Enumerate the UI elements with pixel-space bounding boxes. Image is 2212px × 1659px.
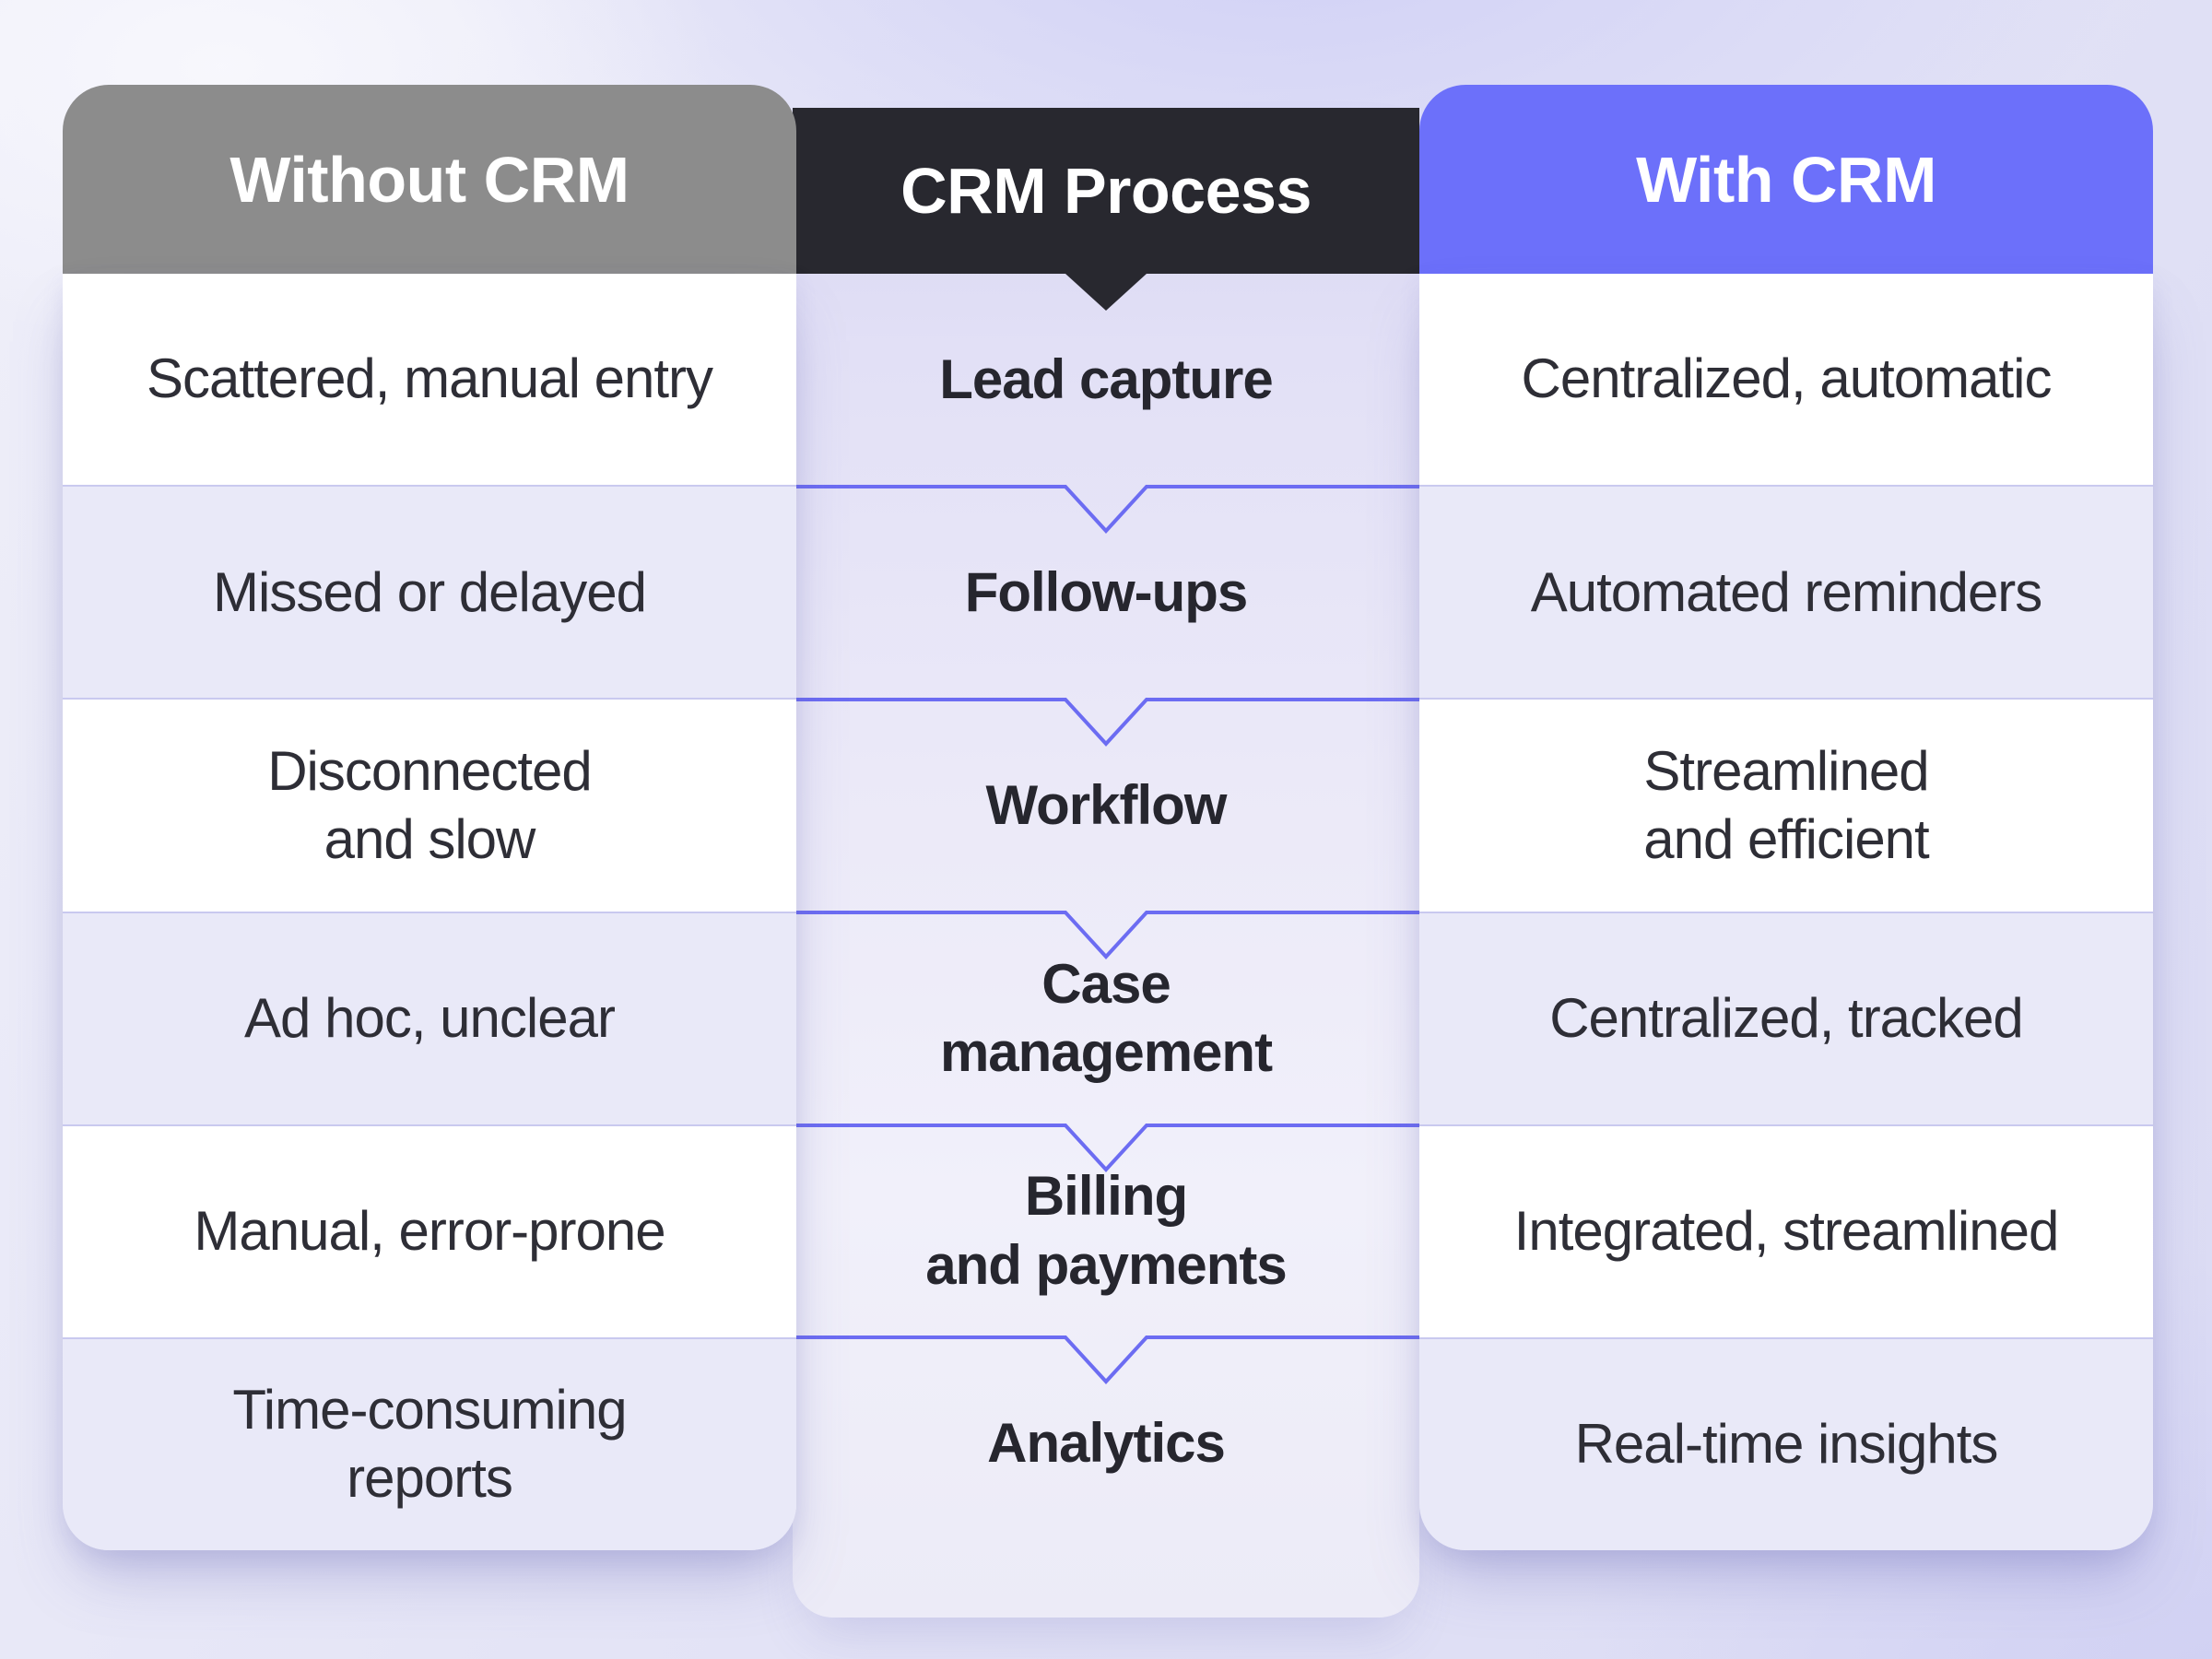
without-crm-case-management: Ad hoc, unclear bbox=[63, 911, 796, 1124]
without-crm-header-label: Without CRM bbox=[229, 143, 629, 216]
with-crm-column: With CRM Centralized, automatic Automate… bbox=[1419, 85, 2153, 1550]
without-crm-header: Without CRM bbox=[63, 85, 796, 274]
with-crm-lead-capture: Centralized, automatic bbox=[1419, 274, 2153, 486]
process-step-lead-capture: Lead capture bbox=[939, 348, 1273, 411]
with-crm-body: Centralized, automatic Automated reminde… bbox=[1419, 274, 2153, 1550]
process-step-billing: Billing and payments bbox=[925, 1165, 1287, 1296]
process-step-case-management: Case management bbox=[939, 952, 1273, 1083]
with-crm-header-label: With CRM bbox=[1636, 143, 1936, 216]
with-crm-case-management: Centralized, tracked bbox=[1419, 911, 2153, 1124]
without-crm-analytics: Time-consuming reports bbox=[63, 1336, 796, 1550]
without-crm-lead-capture: Scattered, manual entry bbox=[63, 274, 796, 486]
process-step-analytics: Analytics bbox=[987, 1412, 1226, 1475]
without-crm-workflow: Disconnected and slow bbox=[63, 698, 796, 912]
with-crm-billing: Integrated, streamlined bbox=[1419, 1124, 2153, 1337]
crm-process-steps: Lead capture Follow-ups Workflow Case ma… bbox=[793, 274, 1419, 1550]
with-crm-analytics: Real-time insights bbox=[1419, 1336, 2153, 1550]
crm-process-header-label: CRM Process bbox=[900, 155, 1312, 227]
process-step-follow-ups: Follow-ups bbox=[964, 561, 1249, 624]
pointer-down-icon bbox=[1065, 274, 1147, 311]
without-crm-column: Without CRM Scattered, manual entry Miss… bbox=[63, 85, 796, 1550]
crm-process-strip: Lead capture Follow-ups Workflow Case ma… bbox=[793, 108, 1419, 1618]
chevron-separator-icon bbox=[793, 911, 1419, 959]
with-crm-workflow: Streamlined and efficient bbox=[1419, 698, 2153, 912]
crm-process-header: CRM Process bbox=[793, 108, 1419, 311]
with-crm-follow-ups: Automated reminders bbox=[1419, 485, 2153, 699]
chevron-separator-icon bbox=[793, 1124, 1419, 1172]
with-crm-header: With CRM bbox=[1419, 85, 2153, 274]
without-crm-follow-ups: Missed or delayed bbox=[63, 485, 796, 699]
chevron-separator-icon bbox=[793, 485, 1419, 534]
chevron-separator-icon bbox=[793, 1335, 1419, 1384]
process-step-workflow: Workflow bbox=[985, 773, 1228, 836]
chevron-separator-icon bbox=[793, 698, 1419, 747]
without-crm-body: Scattered, manual entry Missed or delaye… bbox=[63, 274, 796, 1550]
without-crm-billing: Manual, error-prone bbox=[63, 1124, 796, 1337]
